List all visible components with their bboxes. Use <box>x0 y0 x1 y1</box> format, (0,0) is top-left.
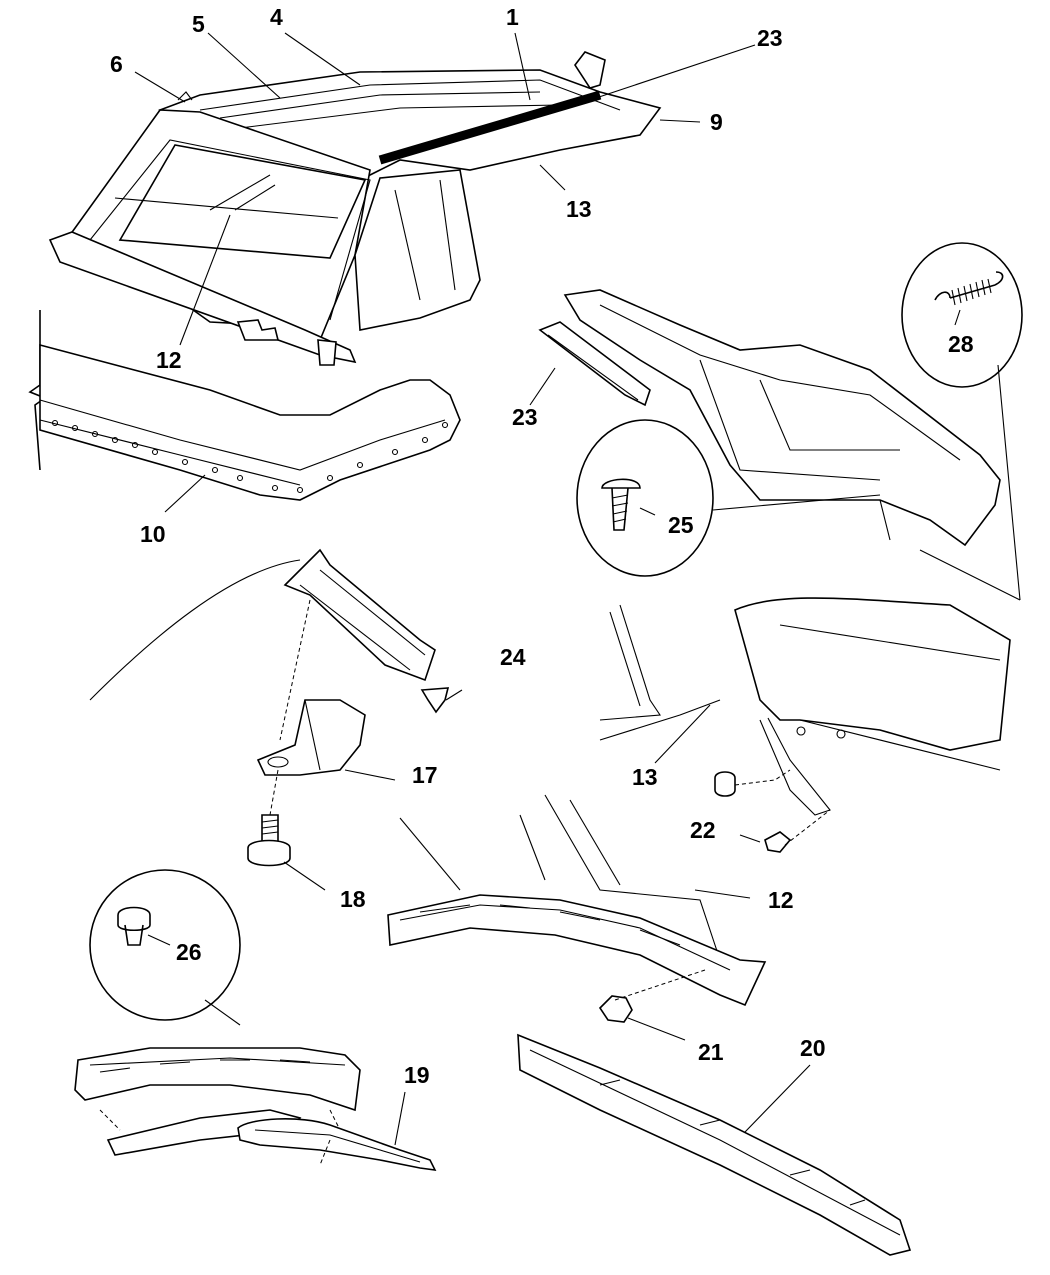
callout-labels: 1 4 5 6 23 9 13 12 28 23 10 25 24 17 13 … <box>110 4 974 1088</box>
callout-12-mid: 12 <box>768 887 794 913</box>
callout-13-top: 13 <box>566 196 592 222</box>
callout-22: 22 <box>690 817 716 843</box>
door-pillar-area <box>599 597 1011 853</box>
callout-28: 28 <box>948 331 974 357</box>
callout-5: 5 <box>192 11 205 37</box>
callout-13-mid: 13 <box>632 764 658 790</box>
callout-18: 18 <box>340 886 366 912</box>
leader-lines <box>134 32 756 513</box>
callout-12-top: 12 <box>156 347 182 373</box>
windshield-header-bar <box>517 1033 912 1256</box>
callout-25: 25 <box>668 512 694 538</box>
detail-circle-push-pin <box>576 419 881 577</box>
callout-4: 4 <box>270 4 283 30</box>
grommet-row <box>51 419 449 494</box>
callout-19: 19 <box>404 1062 430 1088</box>
soft-top-assembly <box>48 51 662 366</box>
callout-9: 9 <box>710 109 723 135</box>
callout-23-top: 23 <box>757 25 783 51</box>
callout-6: 6 <box>110 51 123 77</box>
callout-21: 21 <box>698 1039 724 1065</box>
callout-23-mid: 23 <box>512 404 538 430</box>
detail-circle-grommet <box>89 869 241 1026</box>
header-trim-pieces <box>74 1047 437 1171</box>
rear-curtain-panel <box>28 310 461 501</box>
windshield-frame-bracket <box>89 548 463 891</box>
callout-20: 20 <box>800 1035 826 1061</box>
callout-17: 17 <box>412 762 438 788</box>
callout-10: 10 <box>140 521 166 547</box>
detail-circle-spring <box>901 242 1023 601</box>
side-header-detail <box>538 289 1001 547</box>
callout-26: 26 <box>176 939 202 965</box>
callout-1: 1 <box>506 4 519 30</box>
windshield-weatherstrip <box>387 794 767 1041</box>
callout-24: 24 <box>500 644 526 670</box>
